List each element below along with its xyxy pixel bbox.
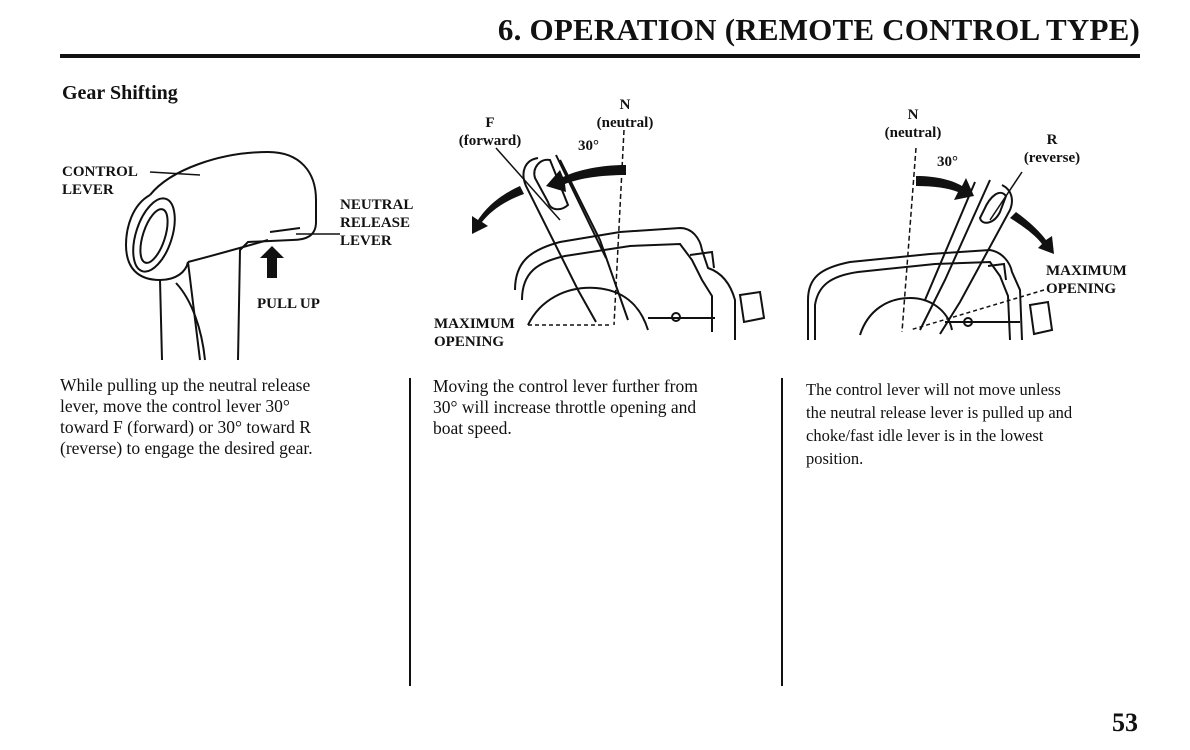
reverse-shift-illustration bbox=[807, 179, 1054, 341]
page-title: 6. OPERATION (REMOTE CONTROL TYPE) bbox=[497, 12, 1140, 47]
neutral-release-lever-label: NEUTRAL RELEASE LEVER bbox=[340, 197, 414, 249]
forward-guides bbox=[495, 129, 625, 326]
control-lever-illustration bbox=[124, 150, 317, 361]
angle-label: 30° bbox=[578, 138, 599, 154]
maximum-opening-label: MAXIMUM OPENING bbox=[1046, 263, 1127, 297]
pull-up-arrow bbox=[260, 246, 284, 278]
forward-label: F (forward) bbox=[458, 115, 522, 149]
forward-shift-illustration bbox=[514, 154, 766, 340]
maximum-opening-label: MAXIMUM OPENING bbox=[434, 316, 515, 350]
pull-up-label: PULL UP bbox=[257, 296, 320, 312]
reverse-guides bbox=[901, 147, 1045, 333]
column-divider bbox=[409, 378, 411, 686]
neutral-label: N (neutral) bbox=[884, 107, 942, 141]
column-2-text: Moving the control lever further from 30… bbox=[433, 376, 698, 438]
reverse-arrows bbox=[916, 176, 1054, 254]
neutral-label: N (neutral) bbox=[596, 97, 654, 131]
control-lever-label: CONTROL LEVER bbox=[62, 164, 138, 198]
forward-arrows bbox=[472, 165, 626, 234]
column-divider bbox=[781, 378, 783, 686]
column-3-text: The control lever will not move unless t… bbox=[806, 380, 1073, 468]
column-1-text: While pulling up the neutral release lev… bbox=[60, 375, 313, 458]
figure1-leader-lines bbox=[149, 171, 340, 235]
title-rule bbox=[60, 54, 1140, 58]
angle-label: 30° bbox=[937, 154, 958, 170]
section-heading: Gear Shifting bbox=[62, 82, 178, 104]
page-number: 53 bbox=[1112, 708, 1138, 737]
reverse-label: R (reverse) bbox=[1023, 132, 1081, 166]
